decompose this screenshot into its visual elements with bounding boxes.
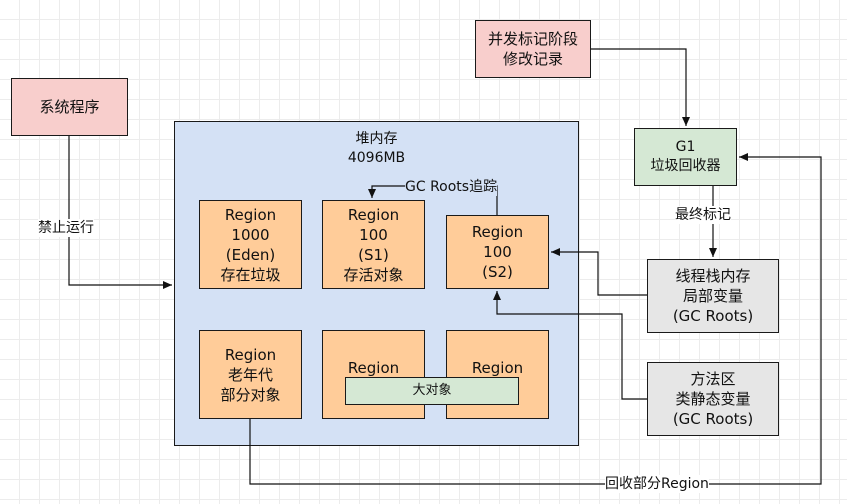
thread-stack-line2: 局部变量 <box>682 287 743 305</box>
region-s1-line4: 存活对象 <box>343 265 404 284</box>
concurrent-mark-line1: 并发标记阶段 <box>487 30 578 48</box>
concurrent-mark-node: 并发标记阶段 修改记录 <box>475 20 591 78</box>
region-eden-line1: Region <box>224 205 277 224</box>
region-big-right: Region <box>446 330 549 419</box>
heap-size: 4096MB <box>347 150 406 166</box>
method-area-line2: 类静态变量 <box>675 390 751 408</box>
region-eden-line3: (Eden) <box>225 245 276 264</box>
edge-label-stop-running: 禁止运行 <box>38 219 94 237</box>
method-area-line1: 方法区 <box>690 370 736 388</box>
system-program-node: 系统程序 <box>11 78 128 136</box>
region-s2-line3: (S2) <box>482 263 513 281</box>
region-old: Region 老年代 部分对象 <box>199 330 302 419</box>
region-eden-line2: 1000 <box>231 225 270 244</box>
region-big-left: Region <box>322 330 425 419</box>
region-s2-line1: Region <box>471 223 524 241</box>
region-old-line2: 老年代 <box>227 365 273 384</box>
region-old-line1: Region <box>224 345 277 364</box>
thread-stack-line1: 线程栈内存 <box>675 267 751 285</box>
edge-label-gc-roots-trace: GC Roots追踪 <box>405 178 498 196</box>
edge-label-final-mark: 最终标记 <box>675 206 731 224</box>
heap-title: 堆内存 <box>355 131 398 147</box>
edge-label-recycle-part: 回收部分Region <box>605 475 709 493</box>
region-s1-line3: (S1) <box>358 245 389 264</box>
region-s1-line2: 100 <box>359 225 388 244</box>
g1-line2: 垃圾回收器 <box>650 158 721 174</box>
method-area-line3: (GC Roots) <box>672 410 754 428</box>
method-area-node: 方法区 类静态变量 (GC Roots) <box>647 362 779 436</box>
thread-stack-node: 线程栈内存 局部变量 (GC Roots) <box>647 259 779 333</box>
system-program-label: 系统程序 <box>39 98 100 116</box>
region-eden-line4: 存在垃圾 <box>220 265 281 284</box>
edge-mark-to-g1 <box>591 48 690 126</box>
edge-system-to-heap <box>68 136 172 289</box>
region-old-line3: 部分对象 <box>220 385 281 404</box>
g1-line1: G1 <box>675 139 696 155</box>
region-s2: Region 100 (S2) <box>446 215 549 289</box>
region-s1: Region 100 (S1) 存活对象 <box>322 200 425 289</box>
big-object-label: 大对象 <box>412 383 452 398</box>
big-object-bar: 大对象 <box>345 377 519 405</box>
region-big-left-label: Region <box>347 359 400 377</box>
region-eden: Region 1000 (Eden) 存在垃圾 <box>199 200 302 289</box>
region-big-right-label: Region <box>471 359 524 377</box>
g1-collector-node: G1 垃圾回收器 <box>634 128 737 186</box>
region-s1-line1: Region <box>347 205 400 224</box>
region-s2-line2: 100 <box>483 243 512 261</box>
thread-stack-line3: (GC Roots) <box>672 307 754 325</box>
concurrent-mark-line2: 修改记录 <box>502 50 563 68</box>
